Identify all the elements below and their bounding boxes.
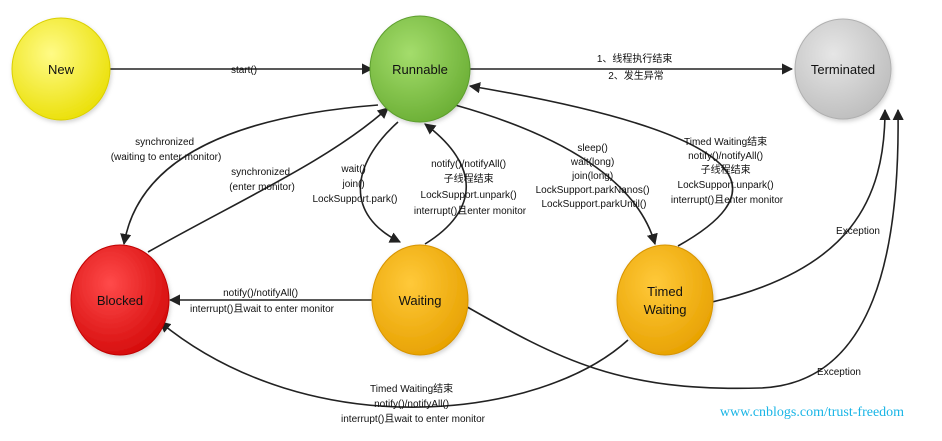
state-waiting (371, 244, 469, 356)
watermark-text: www.cnblogs.com/trust-freedom (720, 405, 904, 420)
state-timed-waiting-label-2: Waiting (644, 302, 687, 317)
state-terminated (794, 18, 892, 120)
edge-runnable-to-waiting (359, 121, 402, 243)
state-blocked (70, 244, 170, 356)
edge-waiting-to-terminated (461, 108, 904, 390)
label-waiting-to-blocked: notify()/notifyAll() interrupt()且wait to… (190, 288, 335, 315)
state-blocked-label: Blocked (97, 293, 143, 308)
edge-timed-waiting-to-terminated (711, 108, 891, 303)
state-new (11, 17, 111, 121)
label-timed-waiting-to-terminated: Exception (836, 226, 880, 237)
label-timed-waiting-to-runnable: Timed Waiting结束 notify()/notifyAll() 子线程… (671, 135, 784, 206)
label-runnable-to-terminated: 1、线程执行结束 2、发生异常 (597, 52, 675, 82)
label-runnable-to-blocked: synchronized (waiting to enter monitor) (111, 137, 222, 163)
label-start: start() (231, 65, 257, 76)
label-blocked-to-runnable: synchronized (enter monitor) (229, 167, 295, 193)
edge-waiting-to-runnable (424, 123, 468, 245)
label-runnable-to-waiting: wait() join() LockSupport.park() (312, 164, 397, 205)
state-terminated-label: Terminated (811, 62, 875, 77)
edge-timed-waiting-to-blocked (159, 321, 629, 408)
edge-timed-waiting-to-runnable (468, 82, 734, 247)
state-timed-waiting (616, 244, 714, 356)
label-runnable-to-timed-waiting: sleep() wait(long) join(long) LockSuppor… (536, 143, 653, 210)
edge-runnable-to-blocked (120, 104, 379, 246)
edge-blocked-to-runnable (147, 107, 389, 253)
edge-runnable-to-timed-waiting (454, 104, 658, 246)
label-waiting-to-runnable: notify()/notifyAll() 子线程结束 LockSupport.u… (414, 159, 527, 217)
label-timed-waiting-to-blocked: Timed Waiting结束 notify()/notifyAll() int… (341, 382, 486, 425)
state-runnable (369, 15, 471, 123)
state-waiting-label: Waiting (399, 293, 442, 308)
state-runnable-label: Runnable (392, 62, 448, 77)
state-timed-waiting-label-1: Timed (647, 284, 683, 299)
state-new-label: New (48, 62, 75, 77)
label-waiting-to-terminated: Exception (817, 367, 861, 378)
